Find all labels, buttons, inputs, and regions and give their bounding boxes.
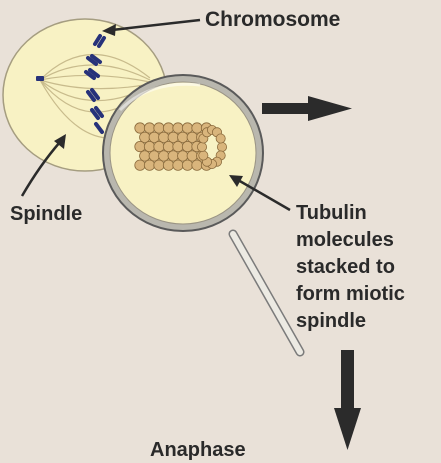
tubulin-bead xyxy=(149,132,159,142)
tubulin-bead xyxy=(154,160,164,170)
tubulin-label: Tubulin molecules stacked to form miotic… xyxy=(296,200,436,335)
tubulin-ring-bead xyxy=(197,142,206,151)
tubulin-bead xyxy=(173,123,183,133)
tubulin-bead xyxy=(182,160,192,170)
tubulin-bead xyxy=(178,132,188,142)
tubulin-ring-bead xyxy=(199,151,208,160)
tubulin-bead xyxy=(173,160,183,170)
anaphase-label: Anaphase xyxy=(150,439,246,462)
tubulin-bead xyxy=(135,141,145,151)
tubulin-ring-bead xyxy=(216,134,225,143)
tubulin-label-line: form miotic xyxy=(296,281,436,308)
tubulin-bead xyxy=(140,132,150,142)
tubulin-bead xyxy=(192,123,202,133)
tubulin-bead xyxy=(178,151,188,161)
tubulin-bead xyxy=(163,160,173,170)
tubulin-bead xyxy=(163,123,173,133)
tubulin-ring-bead xyxy=(217,142,226,151)
tubulin-bead xyxy=(182,141,192,151)
tubulin-label-line: stacked to xyxy=(296,254,436,281)
tubulin-bead xyxy=(192,160,202,170)
tubulin-bead xyxy=(187,132,197,142)
tubulin-bead xyxy=(144,160,154,170)
tubulin-bead xyxy=(135,160,145,170)
tubulin-bead xyxy=(154,141,164,151)
magnifying-glass-icon xyxy=(103,75,300,352)
tubulin-bead xyxy=(135,123,145,133)
tubulin-bead xyxy=(159,151,169,161)
tubulin-bead xyxy=(159,132,169,142)
tubulin-bead xyxy=(173,141,183,151)
spindle-label: Spindle xyxy=(10,203,82,226)
tubulin-bead xyxy=(187,151,197,161)
arrow-down-icon xyxy=(334,350,361,450)
tubulin-label-line: Tubulin xyxy=(296,200,436,227)
tubulin-bead xyxy=(168,151,178,161)
tubulin-bead xyxy=(182,123,192,133)
chromosome-label: Chromosome xyxy=(205,8,340,32)
tubulin-bead xyxy=(144,123,154,133)
tubulin-microtubule xyxy=(135,123,227,171)
tubulin-bead xyxy=(144,141,154,151)
tubulin-bead xyxy=(154,123,164,133)
tubulin-label-line: molecules xyxy=(296,227,436,254)
tubulin-bead xyxy=(168,132,178,142)
tubulin-bead xyxy=(163,141,173,151)
tubulin-label-line: spindle xyxy=(296,308,436,335)
tubulin-bead xyxy=(140,151,150,161)
arrow-right-icon xyxy=(262,96,352,121)
tubulin-bead xyxy=(149,151,159,161)
